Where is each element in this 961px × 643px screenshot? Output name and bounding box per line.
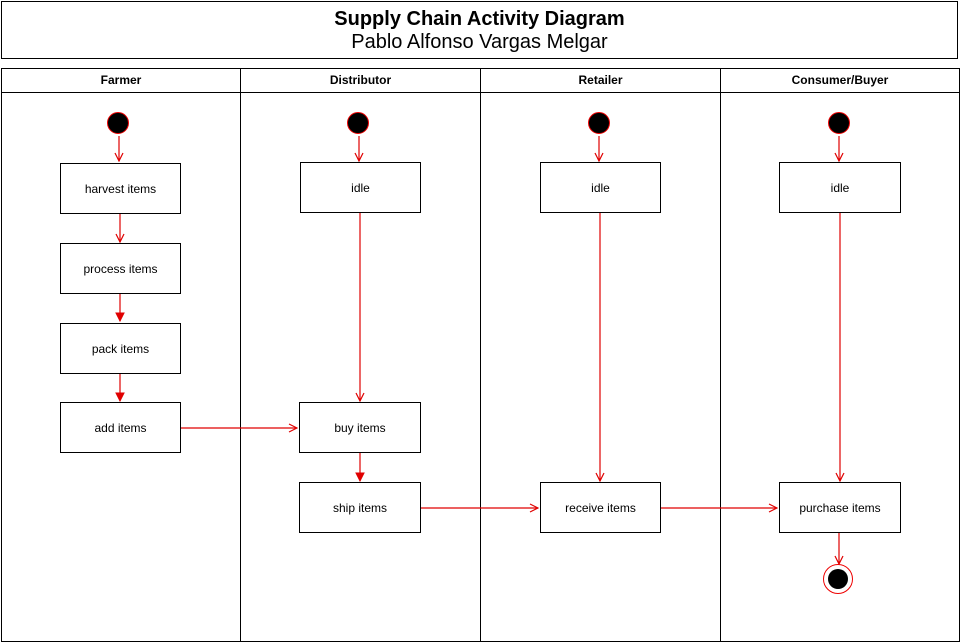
activity-distributor-idle[interactable]: idle bbox=[300, 162, 421, 213]
start-node-distributor bbox=[347, 112, 369, 134]
activity-buy-items[interactable]: buy items bbox=[299, 402, 421, 453]
lane-header-retailer: Retailer bbox=[481, 69, 720, 93]
final-node bbox=[823, 564, 853, 594]
start-node-farmer bbox=[107, 112, 129, 134]
diagram-subtitle: Pablo Alfonso Vargas Melgar bbox=[351, 31, 608, 53]
activity-purchase-items[interactable]: purchase items bbox=[779, 482, 901, 533]
activity-pack-items[interactable]: pack items bbox=[60, 323, 181, 374]
activity-receive-items[interactable]: receive items bbox=[540, 482, 661, 533]
lane-header-distributor: Distributor bbox=[241, 69, 480, 93]
final-node-inner bbox=[828, 569, 848, 589]
activity-add-items[interactable]: add items bbox=[60, 402, 181, 453]
lane-header-consumer-buyer: Consumer/Buyer bbox=[721, 69, 959, 93]
start-node-consumer bbox=[828, 112, 850, 134]
activity-ship-items[interactable]: ship items bbox=[299, 482, 421, 533]
diagram-title-box: Supply Chain Activity Diagram Pablo Alfo… bbox=[1, 1, 958, 59]
activity-harvest-items[interactable]: harvest items bbox=[60, 163, 181, 214]
lane-header-farmer: Farmer bbox=[2, 69, 240, 93]
start-node-retailer bbox=[588, 112, 610, 134]
activity-process-items[interactable]: process items bbox=[60, 243, 181, 294]
lane-consumer-buyer: Consumer/Buyer bbox=[720, 68, 960, 642]
activity-consumer-idle[interactable]: idle bbox=[779, 162, 901, 213]
activity-retailer-idle[interactable]: idle bbox=[540, 162, 661, 213]
diagram-title: Supply Chain Activity Diagram bbox=[334, 8, 625, 30]
